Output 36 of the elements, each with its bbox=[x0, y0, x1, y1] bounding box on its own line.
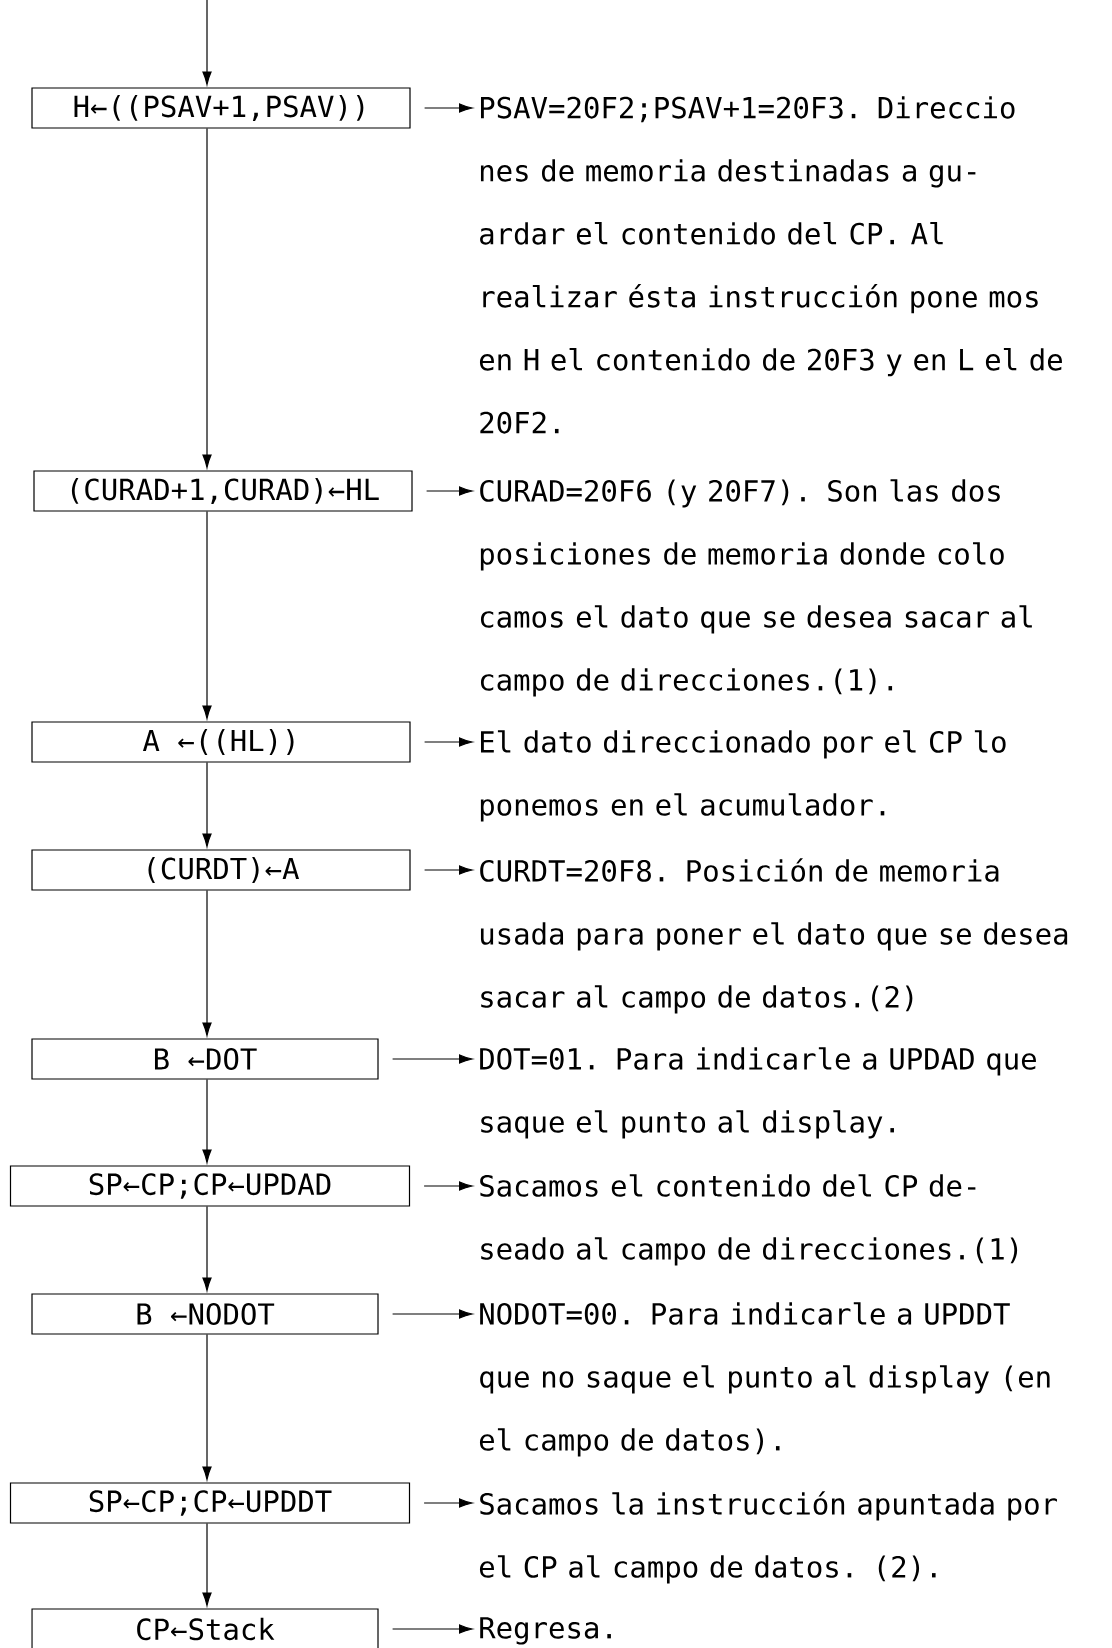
arrow bbox=[202, 1206, 212, 1292]
arrow bbox=[424, 865, 473, 875]
arrow bbox=[392, 1309, 473, 1319]
process-box: H←((PSAV+1,PSAV)) bbox=[31, 87, 411, 129]
note-text: Regresa. bbox=[480, 1617, 611, 1645]
process-box: (CURDT)←A bbox=[31, 849, 411, 891]
arrow bbox=[424, 103, 473, 113]
process-box: B ←NODOT bbox=[31, 1293, 379, 1335]
arrow bbox=[202, 1079, 212, 1164]
arrow bbox=[202, 762, 212, 848]
process-box: A ←((HL)) bbox=[31, 721, 411, 763]
note-text: PSAV=20F2;PSAV+1=20F3. Direccio nes de memoria destinadas a gu- ardar el contenido del CP. Al realizar ésta instrucción pone mos en H el contenido de 20F3 y en L el de 20F2. bbox=[479, 96, 1062, 434]
note-text: CURDT=20F8. Posición de memoria usada para poner el dato que se desea sacar al campo de datos.(2) bbox=[480, 858, 1068, 1014]
note-text: CURAD=20F6 (y 20F7). Son las dos posiciones de memoria donde colo camos el dato que se desea sacar al campo de direcciones.(1). bbox=[480, 479, 1032, 697]
arrow bbox=[202, 511, 212, 720]
arrow bbox=[202, 890, 212, 1037]
note-text: NODOT=00. Para indicarle a UPDDT que no saque el punto al display (en el campo de datos). bbox=[479, 1302, 1050, 1457]
arrow bbox=[424, 737, 473, 747]
process-box: CP←Stack bbox=[31, 1608, 379, 1648]
process-box: (CURAD+1,CURAD)←HL bbox=[33, 470, 413, 512]
note-text: Sacamos la instrucción apuntada por el CP al campo de datos. (2). bbox=[479, 1491, 1057, 1584]
arrow bbox=[423, 1498, 473, 1508]
process-box: B ←DOT bbox=[31, 1038, 379, 1080]
note-text: Sacamos el contenido del CP de- seado al campo de direcciones.(1) bbox=[480, 1174, 1018, 1266]
arrow bbox=[202, 0, 212, 86]
arrow bbox=[202, 1523, 212, 1607]
note-text: DOT=01. Para indicarle a UPDAD que saque el punto al display. bbox=[480, 1047, 1036, 1139]
arrow bbox=[392, 1624, 473, 1634]
arrow bbox=[202, 1334, 212, 1481]
arrow bbox=[426, 486, 473, 496]
note-text: El dato direccionado por el CP lo ponemos en el acumulador. bbox=[480, 730, 1006, 822]
process-box: SP←CP;CP←UPDAD bbox=[9, 1165, 411, 1207]
arrow bbox=[202, 128, 212, 469]
arrow bbox=[423, 1181, 473, 1191]
process-box: SP←CP;CP←UPDDT bbox=[9, 1482, 411, 1524]
arrow bbox=[392, 1054, 473, 1064]
